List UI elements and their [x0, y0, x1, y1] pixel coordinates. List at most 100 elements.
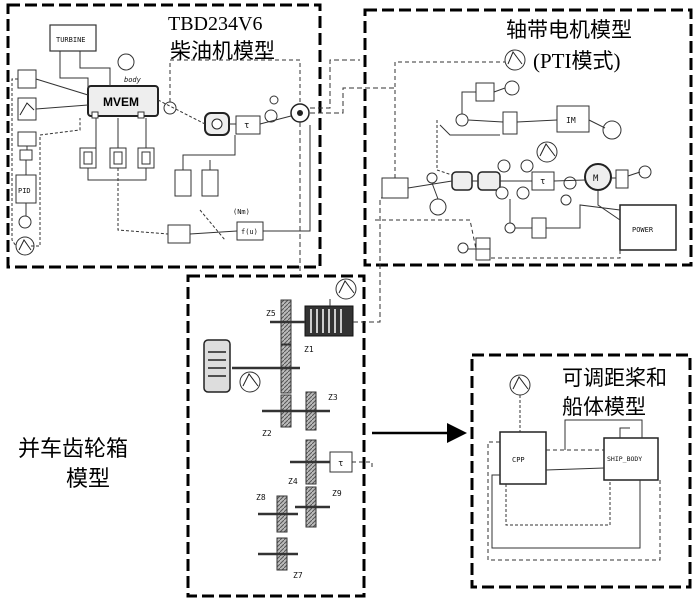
gear-label-z9: Z9	[332, 489, 342, 498]
torque-block	[235, 115, 261, 135]
scope-mid-wave	[539, 143, 556, 157]
diesel-title-line1: TBD234V6	[168, 13, 262, 35]
sum-node-pti	[455, 113, 469, 127]
gearbox-torque-symbol: τ	[338, 459, 343, 469]
switch-block-top	[475, 82, 495, 102]
cyl-block-1-inner	[83, 151, 93, 165]
gain-block-pti-1	[502, 111, 518, 135]
diesel-panel-border	[6, 3, 322, 269]
pti-title-line1: 轴带电机模型	[506, 18, 632, 42]
motor-terminals	[615, 169, 629, 189]
gain-circle-left	[429, 198, 447, 216]
motor-main-label: M	[593, 174, 599, 184]
mvem-block	[87, 85, 159, 117]
clutch-core	[211, 118, 223, 130]
sum-node-left	[426, 172, 438, 184]
pti-panel-border	[363, 8, 693, 267]
clutch-scope-wave	[338, 280, 355, 294]
sum-block-2	[167, 224, 191, 244]
torque-readout	[638, 165, 652, 179]
gear-node-2	[520, 159, 534, 173]
gear-node-4	[516, 186, 530, 200]
gear-label-z8: Z8	[256, 493, 266, 502]
scope-top-wave	[507, 51, 523, 65]
sum-circle-1	[18, 215, 32, 229]
ship-body-label: SHIP_BODY	[607, 455, 642, 463]
scope-top	[504, 49, 526, 71]
power-block	[619, 204, 677, 251]
mvem-output-scope	[163, 101, 177, 115]
scope-trace-1	[19, 102, 35, 116]
pti-wires	[375, 61, 641, 259]
gear-label-z2: Z2	[262, 429, 272, 438]
left-clutch-plates	[208, 351, 226, 377]
gain-circle-top	[504, 80, 520, 96]
gain-block-1	[17, 131, 37, 147]
gear-label-z3: Z3	[328, 393, 338, 402]
pid-label: PID	[18, 187, 31, 195]
speed-sensor	[264, 109, 278, 123]
gear-shafts	[232, 320, 330, 556]
torque-symbol: τ	[244, 121, 249, 131]
scope-mid	[536, 141, 558, 163]
cpp-panel-border	[470, 353, 692, 589]
inertia-core	[297, 110, 303, 116]
turbine-label: TURBINE	[56, 36, 86, 44]
cyl-block-2	[109, 147, 127, 169]
gearbox-title-line2: 模型	[66, 466, 110, 491]
cpp-block	[499, 431, 547, 485]
gearbox-panel-border	[186, 274, 366, 598]
body-label: body	[124, 76, 142, 84]
mvem-gauge	[117, 53, 135, 71]
gearbox-title-line1: 并车齿轮箱	[18, 436, 128, 461]
cyl-block-3-inner	[141, 151, 151, 165]
sum-block-1	[19, 149, 33, 161]
gear-node-1	[497, 159, 511, 173]
torque-sensor-top	[269, 95, 279, 105]
cpp-wires	[487, 395, 661, 561]
gear-label-z5: Z5	[266, 309, 276, 318]
left-clutch-scope	[239, 371, 261, 393]
im-label: IM	[566, 116, 576, 125]
gear-label-z4: Z4	[288, 477, 298, 486]
ship-body-block	[603, 437, 659, 481]
cpp-title-line2: 船体模型	[562, 395, 646, 419]
pti-panel: 轴带电机模型 (PTI模式) IM τ M POWER	[363, 8, 693, 267]
cpp-label: CPP	[512, 456, 525, 464]
left-clutch-scope-wave	[242, 373, 259, 387]
diesel-title-line2: 柴油机模型	[170, 39, 275, 63]
motor-node-5	[563, 176, 577, 190]
mvem-port-b	[137, 111, 145, 119]
tm-gauge	[602, 120, 622, 140]
fcn-label: f(u)	[241, 228, 258, 236]
cpp-scope-wave	[512, 376, 529, 390]
power-label: POWER	[632, 226, 654, 234]
mvem-port-a	[91, 111, 99, 119]
left-clutch	[203, 339, 231, 393]
pti-title-line2: (PTI模式)	[533, 49, 621, 73]
sum-node-bottom	[504, 222, 516, 234]
motor-unit-2	[477, 171, 501, 191]
cpp-panel: 可调距桨和 船体模型 CPP SHIP_BODY	[470, 353, 692, 589]
cyl-block-2-inner	[113, 151, 123, 165]
nm-label: (Nm)	[233, 208, 250, 216]
step-source-1-wave	[18, 239, 32, 251]
gear-label-z1: Z1	[304, 345, 314, 354]
cpp-title-line1: 可调距桨和	[562, 366, 667, 390]
diesel-panel: TBD234V6 柴油机模型 TURBINE PID MVEM body	[6, 3, 322, 269]
speed-readout	[560, 194, 572, 206]
cyl-block-3	[137, 147, 155, 169]
clutch-scope	[335, 278, 357, 300]
gain-block-3	[201, 169, 219, 197]
gearbox-panel: τ Z5 Z1 Z3 Z2 Z4 Z9 Z8 Z7	[186, 274, 366, 598]
gain-block-pti-2	[531, 217, 547, 239]
im-block	[556, 105, 590, 133]
diesel-wires	[11, 51, 311, 247]
out-node-bottom	[457, 242, 469, 254]
inter-panel-wires	[299, 59, 395, 470]
turbine-block	[49, 24, 97, 52]
torque-symbol-pti: τ	[540, 177, 545, 187]
clutch-plates	[310, 309, 342, 333]
gear-label-z7: Z7	[293, 571, 303, 580]
